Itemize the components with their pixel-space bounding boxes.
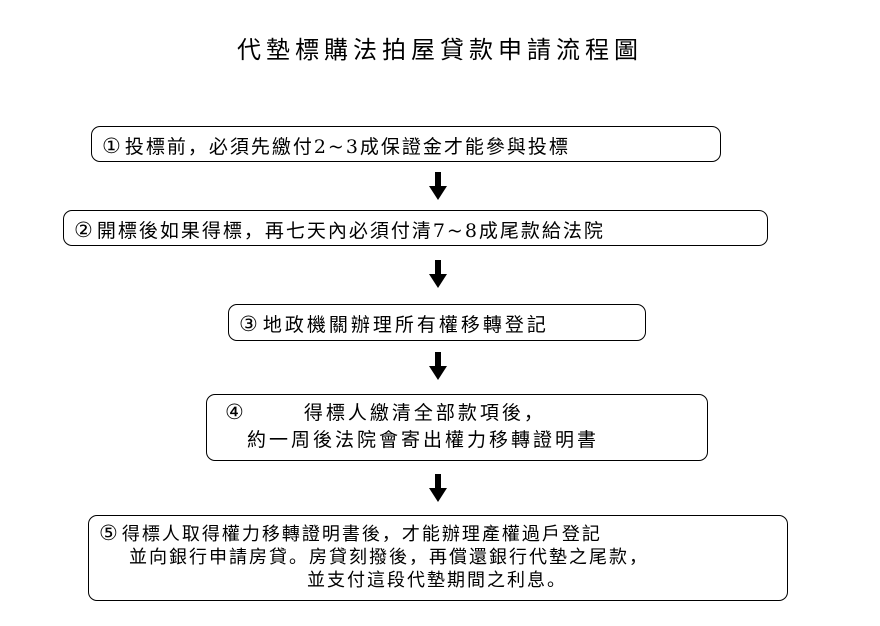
arrow-down-icon [428, 172, 448, 202]
step-2-number: ② [74, 218, 95, 242]
step-4-text-line-2: 約一周後法院會寄出權力移轉證明書 [247, 429, 600, 451]
step-3-number: ③ [239, 312, 261, 336]
arrow-down-icon [428, 260, 448, 290]
arrow-down-icon [428, 352, 448, 382]
step-1-number: ① [102, 134, 123, 158]
step-5-text-line-3: 並支付這段代墊期間之利息。 [307, 570, 567, 591]
step-2-text: 開標後如果得標，再七天內必須付清7~8成尾款給法院 [96, 220, 605, 242]
step-4-number: ④ [225, 400, 247, 424]
step-4-box: ④ 得標人繳清全部款項後， 約一周後法院會寄出權力移轉證明書 [206, 394, 708, 461]
arrow-down-icon [428, 474, 448, 504]
step-5-text-line-1: 得標人取得權力移轉證明書後，才能辦理產權過戶登記 [121, 524, 602, 545]
step-3-text: 地政機關辦理所有權移轉登記 [262, 314, 549, 336]
step-4-text-line-1: 得標人繳清全部款項後， [303, 402, 546, 424]
step-5-text-line-2: 並向銀行申請房貸。房貸刻撥後，再償還銀行代墊之尾款， [129, 547, 649, 568]
step-1-text: 投標前，必須先繳付2~3成保證金才能參與投標 [124, 136, 570, 158]
diagram-title: 代墊標購法拍屋貸款申請流程圖 [237, 36, 643, 64]
step-5-number: ⑤ [99, 521, 120, 545]
